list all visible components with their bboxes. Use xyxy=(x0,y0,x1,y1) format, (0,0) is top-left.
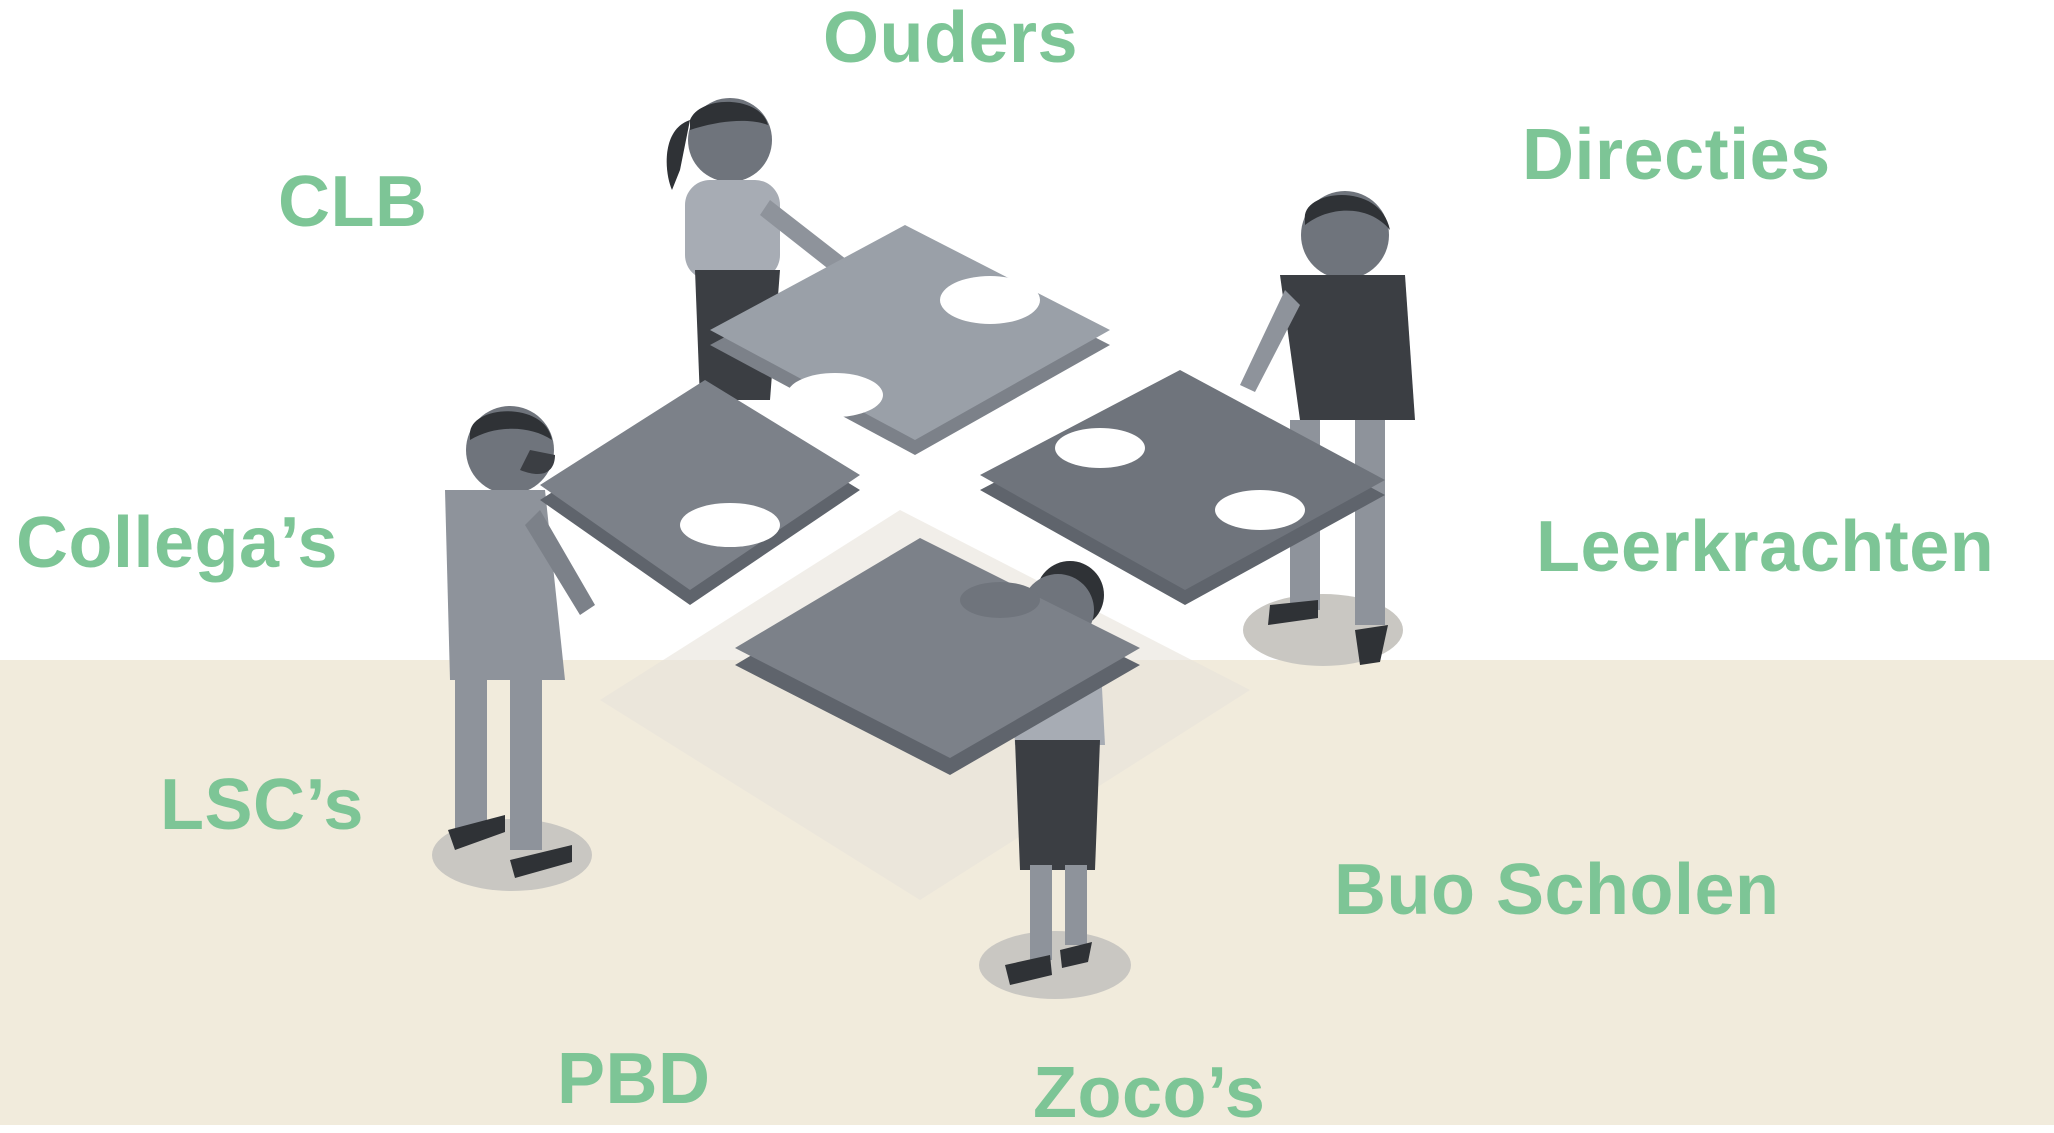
label-collegas: Collega’s xyxy=(16,503,338,583)
label-zocos: Zoco’s xyxy=(1033,1053,1266,1133)
floor-shadow-bottom xyxy=(979,931,1131,999)
label-pbd: PBD xyxy=(557,1039,711,1119)
person-man-left xyxy=(445,406,595,878)
label-directies: Directies xyxy=(1522,115,1831,195)
puzzle-piece-left xyxy=(540,380,860,605)
label-clb: CLB xyxy=(278,162,428,242)
puzzle-piece-bottom xyxy=(735,538,1140,775)
label-lscs: LSC’s xyxy=(160,765,364,845)
puzzle-piece-top xyxy=(710,225,1110,455)
label-ouders: Ouders xyxy=(823,0,1079,78)
label-leerkrachten: Leerkrachten xyxy=(1536,507,1995,587)
puzzle-piece-right xyxy=(980,370,1385,605)
label-buo-scholen: Buo Scholen xyxy=(1334,850,1780,930)
